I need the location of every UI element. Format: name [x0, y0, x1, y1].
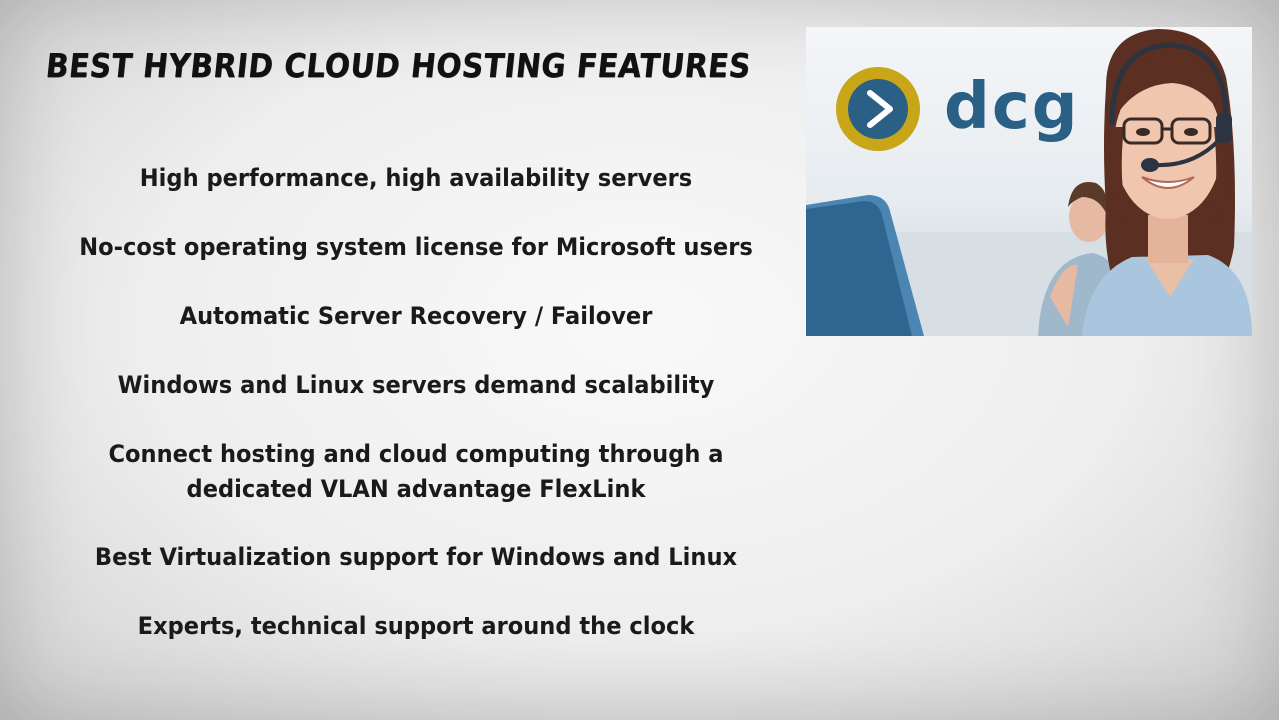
feature-list: High performance, high availability serv… [40, 161, 792, 678]
dcg-logo-mark [834, 65, 922, 153]
chevron-right-icon [867, 90, 893, 128]
feature-item: High performance, high availability serv… [139, 164, 693, 192]
feature-item: No-cost operating system license for Mic… [79, 233, 753, 261]
feature-item: Experts, technical support around the cl… [137, 612, 695, 640]
dcg-logo-text: dcg [944, 70, 1080, 144]
feature-item: Connect hosting and cloud computing thro… [108, 440, 724, 503]
slide-title: BEST HYBRID CLOUD HOSTING FEATURES [43, 46, 753, 85]
feature-item: Windows and Linux servers demand scalabi… [117, 371, 715, 399]
feature-item: Best Virtualization support for Windows … [94, 543, 738, 571]
feature-item: Automatic Server Recovery / Failover [179, 302, 653, 330]
support-agent-illustration [806, 29, 1252, 336]
support-agent-photo: dcg [806, 27, 1252, 336]
